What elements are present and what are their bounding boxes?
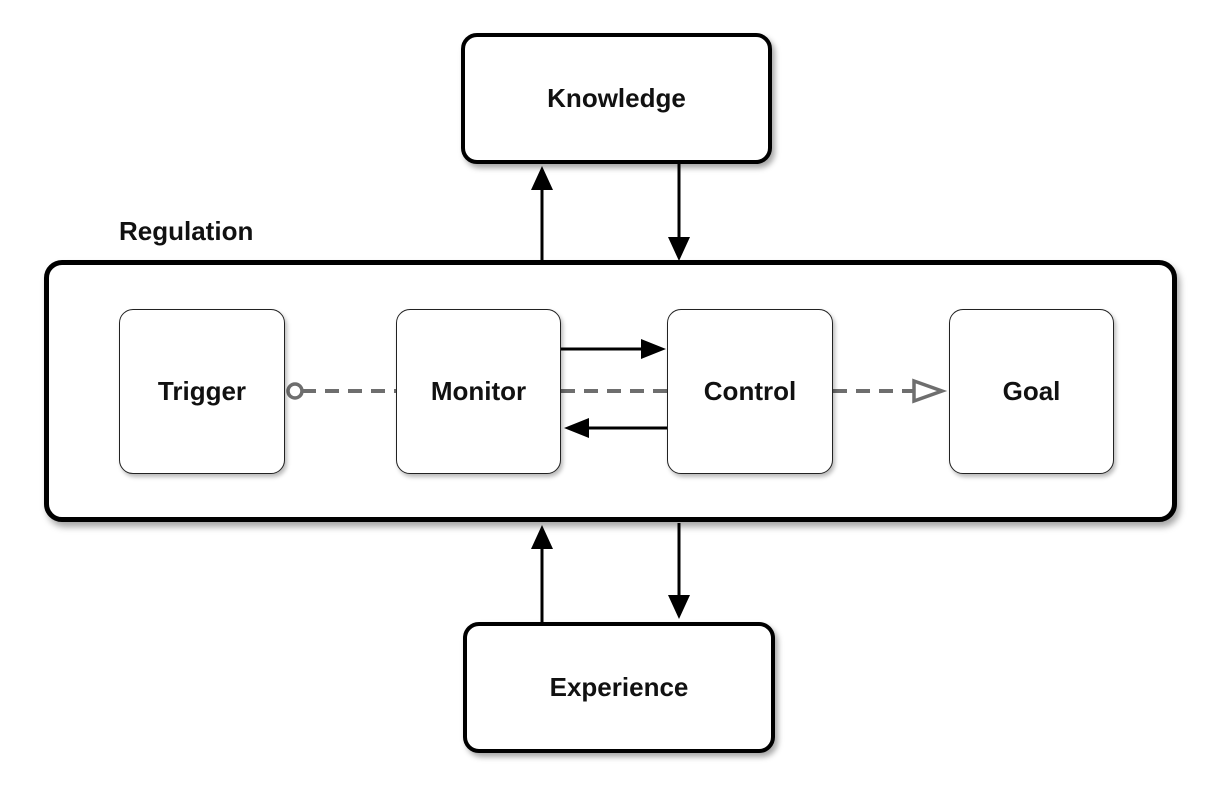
edge-experience-to-regulation bbox=[531, 525, 553, 622]
edge-regulation-to-experience bbox=[668, 523, 690, 619]
goal-label: Goal bbox=[1002, 376, 1061, 406]
control-label: Control bbox=[703, 376, 797, 406]
trigger-node: Trigger bbox=[119, 309, 285, 474]
knowledge-node: Knowledge bbox=[461, 33, 772, 164]
control-node: Control bbox=[667, 309, 833, 474]
experience-node: Experience bbox=[463, 622, 775, 753]
goal-node: Goal bbox=[949, 309, 1114, 474]
regulation-label: Regulation bbox=[119, 216, 254, 246]
monitor-node: Monitor bbox=[396, 309, 561, 474]
experience-label: Experience bbox=[549, 672, 689, 702]
monitor-label: Monitor bbox=[430, 376, 527, 406]
trigger-label: Trigger bbox=[157, 376, 247, 406]
edge-regulation-to-knowledge bbox=[531, 166, 553, 263]
edge-knowledge-to-regulation bbox=[668, 164, 690, 261]
knowledge-label: Knowledge bbox=[547, 83, 686, 113]
